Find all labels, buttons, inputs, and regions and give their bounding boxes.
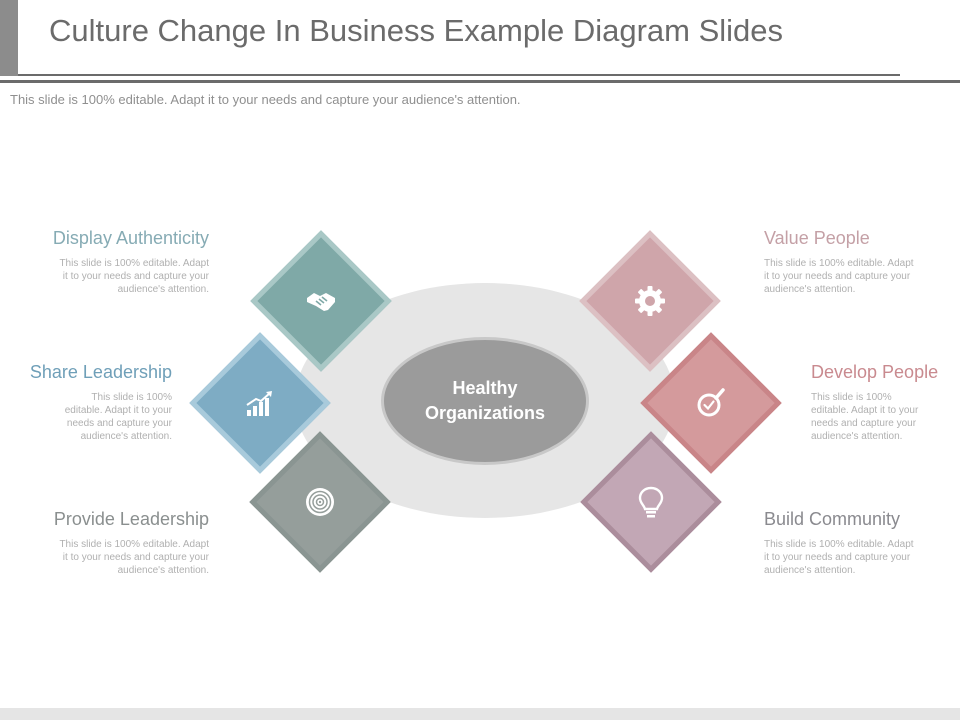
gear-icon — [635, 286, 665, 316]
page-subtitle: This slide is 100% editable. Adapt it to… — [10, 92, 521, 107]
magnifier-check-icon — [697, 388, 725, 417]
bottom-bar — [0, 708, 960, 720]
desc-display-authenticity: This slide is 100% editable. Adapt it to… — [59, 258, 209, 295]
label-develop-people: Develop People — [811, 362, 939, 382]
target-icon — [306, 488, 334, 516]
diamond-develop-people — [640, 332, 782, 474]
title-rule — [0, 80, 960, 83]
diamond-display-authenticity — [250, 230, 392, 372]
diamond-value-people — [579, 230, 721, 372]
label-display-authenticity: Display Authenticity — [52, 228, 209, 248]
handshake-icon — [307, 293, 335, 311]
label-share-leadership: Share Leadership — [29, 362, 172, 382]
title-box: Culture Change In Business Example Diagr… — [18, 0, 900, 76]
diamond-share-leadership — [189, 332, 331, 474]
growth-chart-icon — [246, 391, 272, 416]
diamond-provide-leadership — [249, 431, 391, 573]
label-value-people: Value People — [764, 228, 870, 248]
desc-provide-leadership: This slide is 100% editable. Adapt it to… — [59, 539, 209, 576]
lightbulb-icon — [638, 486, 664, 518]
desc-develop-people: This slide is 100% editable. Adapt it to… — [811, 392, 919, 442]
center-oval: Healthy Organizations — [381, 337, 589, 465]
title-accent-bar — [0, 0, 18, 76]
desc-build-community: This slide is 100% editable. Adapt it to… — [764, 539, 914, 576]
label-provide-leadership: Provide Leadership — [53, 509, 209, 529]
center-label: Healthy Organizations — [424, 378, 545, 423]
diamond-build-community — [580, 431, 722, 573]
page-title: Culture Change In Business Example Diagr… — [49, 13, 784, 48]
desc-share-leadership: This slide is 100% editable. Adapt it to… — [64, 392, 172, 442]
label-build-community: Build Community — [764, 509, 901, 529]
desc-value-people: This slide is 100% editable. Adapt it to… — [764, 258, 914, 295]
